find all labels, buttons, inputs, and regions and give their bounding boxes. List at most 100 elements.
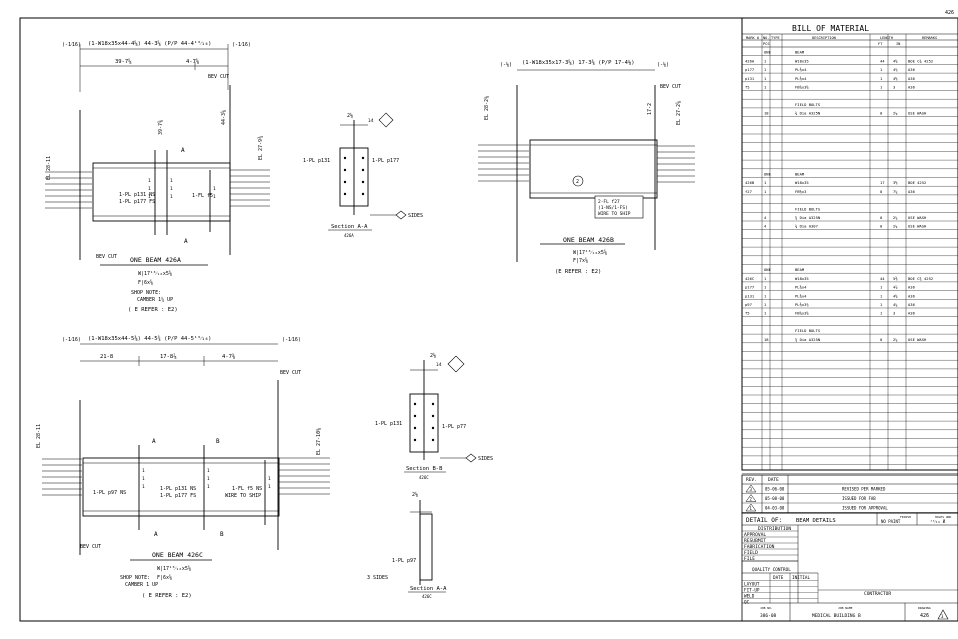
bom-cell-ft: 1 bbox=[880, 285, 883, 290]
bom-cell-desc: PL⅜x3⅞ bbox=[795, 302, 809, 307]
rev-header-date: DATE bbox=[768, 477, 779, 483]
bom-cell-remarks: USE WASH bbox=[908, 215, 927, 220]
bom-cell-remarks: A36 bbox=[908, 85, 916, 90]
svg-text:1: 1 bbox=[142, 476, 145, 482]
bom-cell-desc: BEAM bbox=[795, 267, 805, 272]
bom-subheader-in: IN bbox=[896, 42, 900, 46]
bom-cell-no: ONE bbox=[764, 172, 772, 177]
beam-a-refer: ( E REFER : E2) bbox=[128, 307, 178, 313]
bom-cell-ft: 0 bbox=[880, 215, 883, 220]
beam-c-dim-2: 17-8⅞ bbox=[160, 353, 177, 360]
beam-c-label-2: 1-PL p131 NS bbox=[160, 486, 196, 492]
revision-description: ISSUED FOR FAB bbox=[842, 496, 876, 501]
bom-cell-in: 7¼ bbox=[893, 189, 898, 195]
finish-label: FINISH bbox=[900, 515, 911, 519]
bom-cell-remarks: A36 bbox=[908, 293, 916, 298]
sec-aa1-left-label: 1-PL p131 bbox=[303, 158, 330, 164]
bom-cell-desc: PL⅜x4 bbox=[795, 76, 807, 81]
bom-cell-ft: 1 bbox=[880, 76, 883, 81]
beam-b-note-1: 2-FL f27 bbox=[598, 199, 620, 205]
svg-text:1: 1 bbox=[170, 178, 173, 184]
bom-cell-mark: 426A bbox=[745, 58, 755, 63]
beam-b-right-tag: (-⅛) bbox=[657, 61, 669, 68]
job-no: 386-08 bbox=[760, 613, 777, 619]
bom-cell-desc: FB⅝x3⅝ bbox=[795, 85, 809, 90]
bom-cell-desc: BEAM bbox=[795, 50, 805, 55]
bom-cell-in: 3 bbox=[893, 311, 895, 316]
sec-aa1-top-dim: 2⅛ bbox=[347, 112, 353, 119]
beam-b-bev-cut: BEV CUT bbox=[660, 84, 681, 90]
bom-cell-desc: ¾ Dia A325N bbox=[795, 215, 821, 221]
beam-c-note-1: SHOP NOTE: bbox=[120, 575, 150, 581]
svg-text:1: 1 bbox=[207, 476, 210, 482]
bom-cell-desc: FIELD BOLTS bbox=[795, 102, 821, 107]
revision-number: 3 bbox=[750, 487, 753, 492]
beam-c-label-3: 1-PL p177 FS bbox=[160, 493, 196, 499]
beam-c-right-tag: (-1⁄16) bbox=[282, 337, 301, 343]
bom-cell-no: 4 bbox=[764, 224, 767, 229]
sec-aa1-mark: 426A bbox=[344, 233, 354, 238]
bom-cell-no: 18 bbox=[764, 337, 769, 342]
bom-cell-desc: FB⅝x3⅝ bbox=[795, 311, 809, 316]
bom-header-2: TYPE bbox=[771, 36, 780, 40]
bom-cell-remarks: BOE 4252 bbox=[908, 180, 926, 185]
bom-cell-desc: PL⅜x4 bbox=[795, 285, 807, 290]
qc-row-label: QC bbox=[744, 600, 750, 606]
bom-cell-desc: FB⅝x3 bbox=[795, 189, 806, 194]
bom-cell-ft: 1 bbox=[880, 67, 883, 72]
svg-text:1: 1 bbox=[213, 194, 216, 200]
bom-cell-in: 4⅝ bbox=[893, 58, 898, 63]
beam-c-note-2: CAMBER 1 UP bbox=[125, 582, 158, 588]
bom-row: ONE BEAM bbox=[742, 267, 958, 274]
beam-c-bev-cut-top: BEV CUT bbox=[280, 370, 301, 376]
svg-text:1: 1 bbox=[142, 468, 145, 474]
beam-a-top-mid: 39-7⅜ bbox=[157, 120, 164, 135]
bom-cell-no: 1 bbox=[764, 180, 767, 185]
sheet-corner-id: 426 bbox=[945, 10, 954, 16]
bom-cell-no: 1 bbox=[764, 285, 767, 290]
drawing-rev-triangle bbox=[937, 609, 949, 620]
bom-header-0: MARK # bbox=[746, 36, 760, 40]
bom-cell-no: ONE bbox=[764, 267, 772, 272]
beam-c-label-4: 1-FL f5 NS bbox=[232, 486, 262, 492]
bom-cell-remarks: A36 bbox=[908, 285, 916, 290]
bom-cell-mark: f5 bbox=[745, 85, 750, 90]
beam-b-left-elev: EL 28-2⅛ bbox=[483, 96, 490, 120]
beam-a-section-mark-top: A bbox=[181, 147, 185, 154]
bom-cell-desc: W18x35 bbox=[795, 180, 809, 185]
revision-number: 1 bbox=[750, 506, 753, 511]
bom-cell-in: 4⅝ bbox=[893, 76, 898, 81]
sec-aa2-top-dim: 2⅛ bbox=[412, 491, 418, 498]
beam-a-title: ONE BEAM 426A bbox=[130, 256, 181, 264]
bom-cell-mark: f27 bbox=[745, 189, 752, 194]
contractor-label: CONTRACTOR bbox=[864, 591, 891, 597]
bom-cell-mark: f5 bbox=[745, 311, 750, 316]
beam-c-left-tag: (-1⁄16) bbox=[62, 337, 81, 343]
beam-a-top-right: 44-3⅝ bbox=[220, 110, 227, 125]
job-name: MEDICAL BUILDING B bbox=[812, 613, 861, 619]
drawing-rev: 3 bbox=[941, 614, 944, 619]
bom-cell-remarks: A36 bbox=[908, 302, 916, 307]
bom-cell-desc: PL⅜x4 bbox=[795, 67, 807, 72]
sec-bb-weld: 1⁄4 bbox=[436, 362, 442, 367]
revision-number: 2 bbox=[750, 497, 753, 502]
bom-cell-ft: 1 bbox=[880, 293, 883, 298]
beam-426a-detail: (-1⁄16) (1-W18x35x44-4⅝) 44-3⅝ (P/P 44-4… bbox=[45, 40, 270, 313]
bom-cell-remarks: A36 bbox=[908, 189, 916, 194]
beam-b-refer: (E REFER : E2) bbox=[555, 269, 601, 275]
bom-cell-no: 1 bbox=[764, 276, 767, 281]
beam-a-bev-cut-top: BEV CUT bbox=[208, 74, 229, 80]
bom-row: FIELD BOLTS bbox=[742, 102, 958, 109]
bom-cell-in: 4⅞ bbox=[893, 285, 898, 290]
revision-triangle-icon bbox=[745, 484, 757, 493]
rev-header-rev: REV. bbox=[746, 477, 757, 483]
beam-c-title: ONE BEAM 426C bbox=[152, 551, 203, 559]
beam-c-left-elev: EL 28-11 bbox=[36, 424, 42, 448]
